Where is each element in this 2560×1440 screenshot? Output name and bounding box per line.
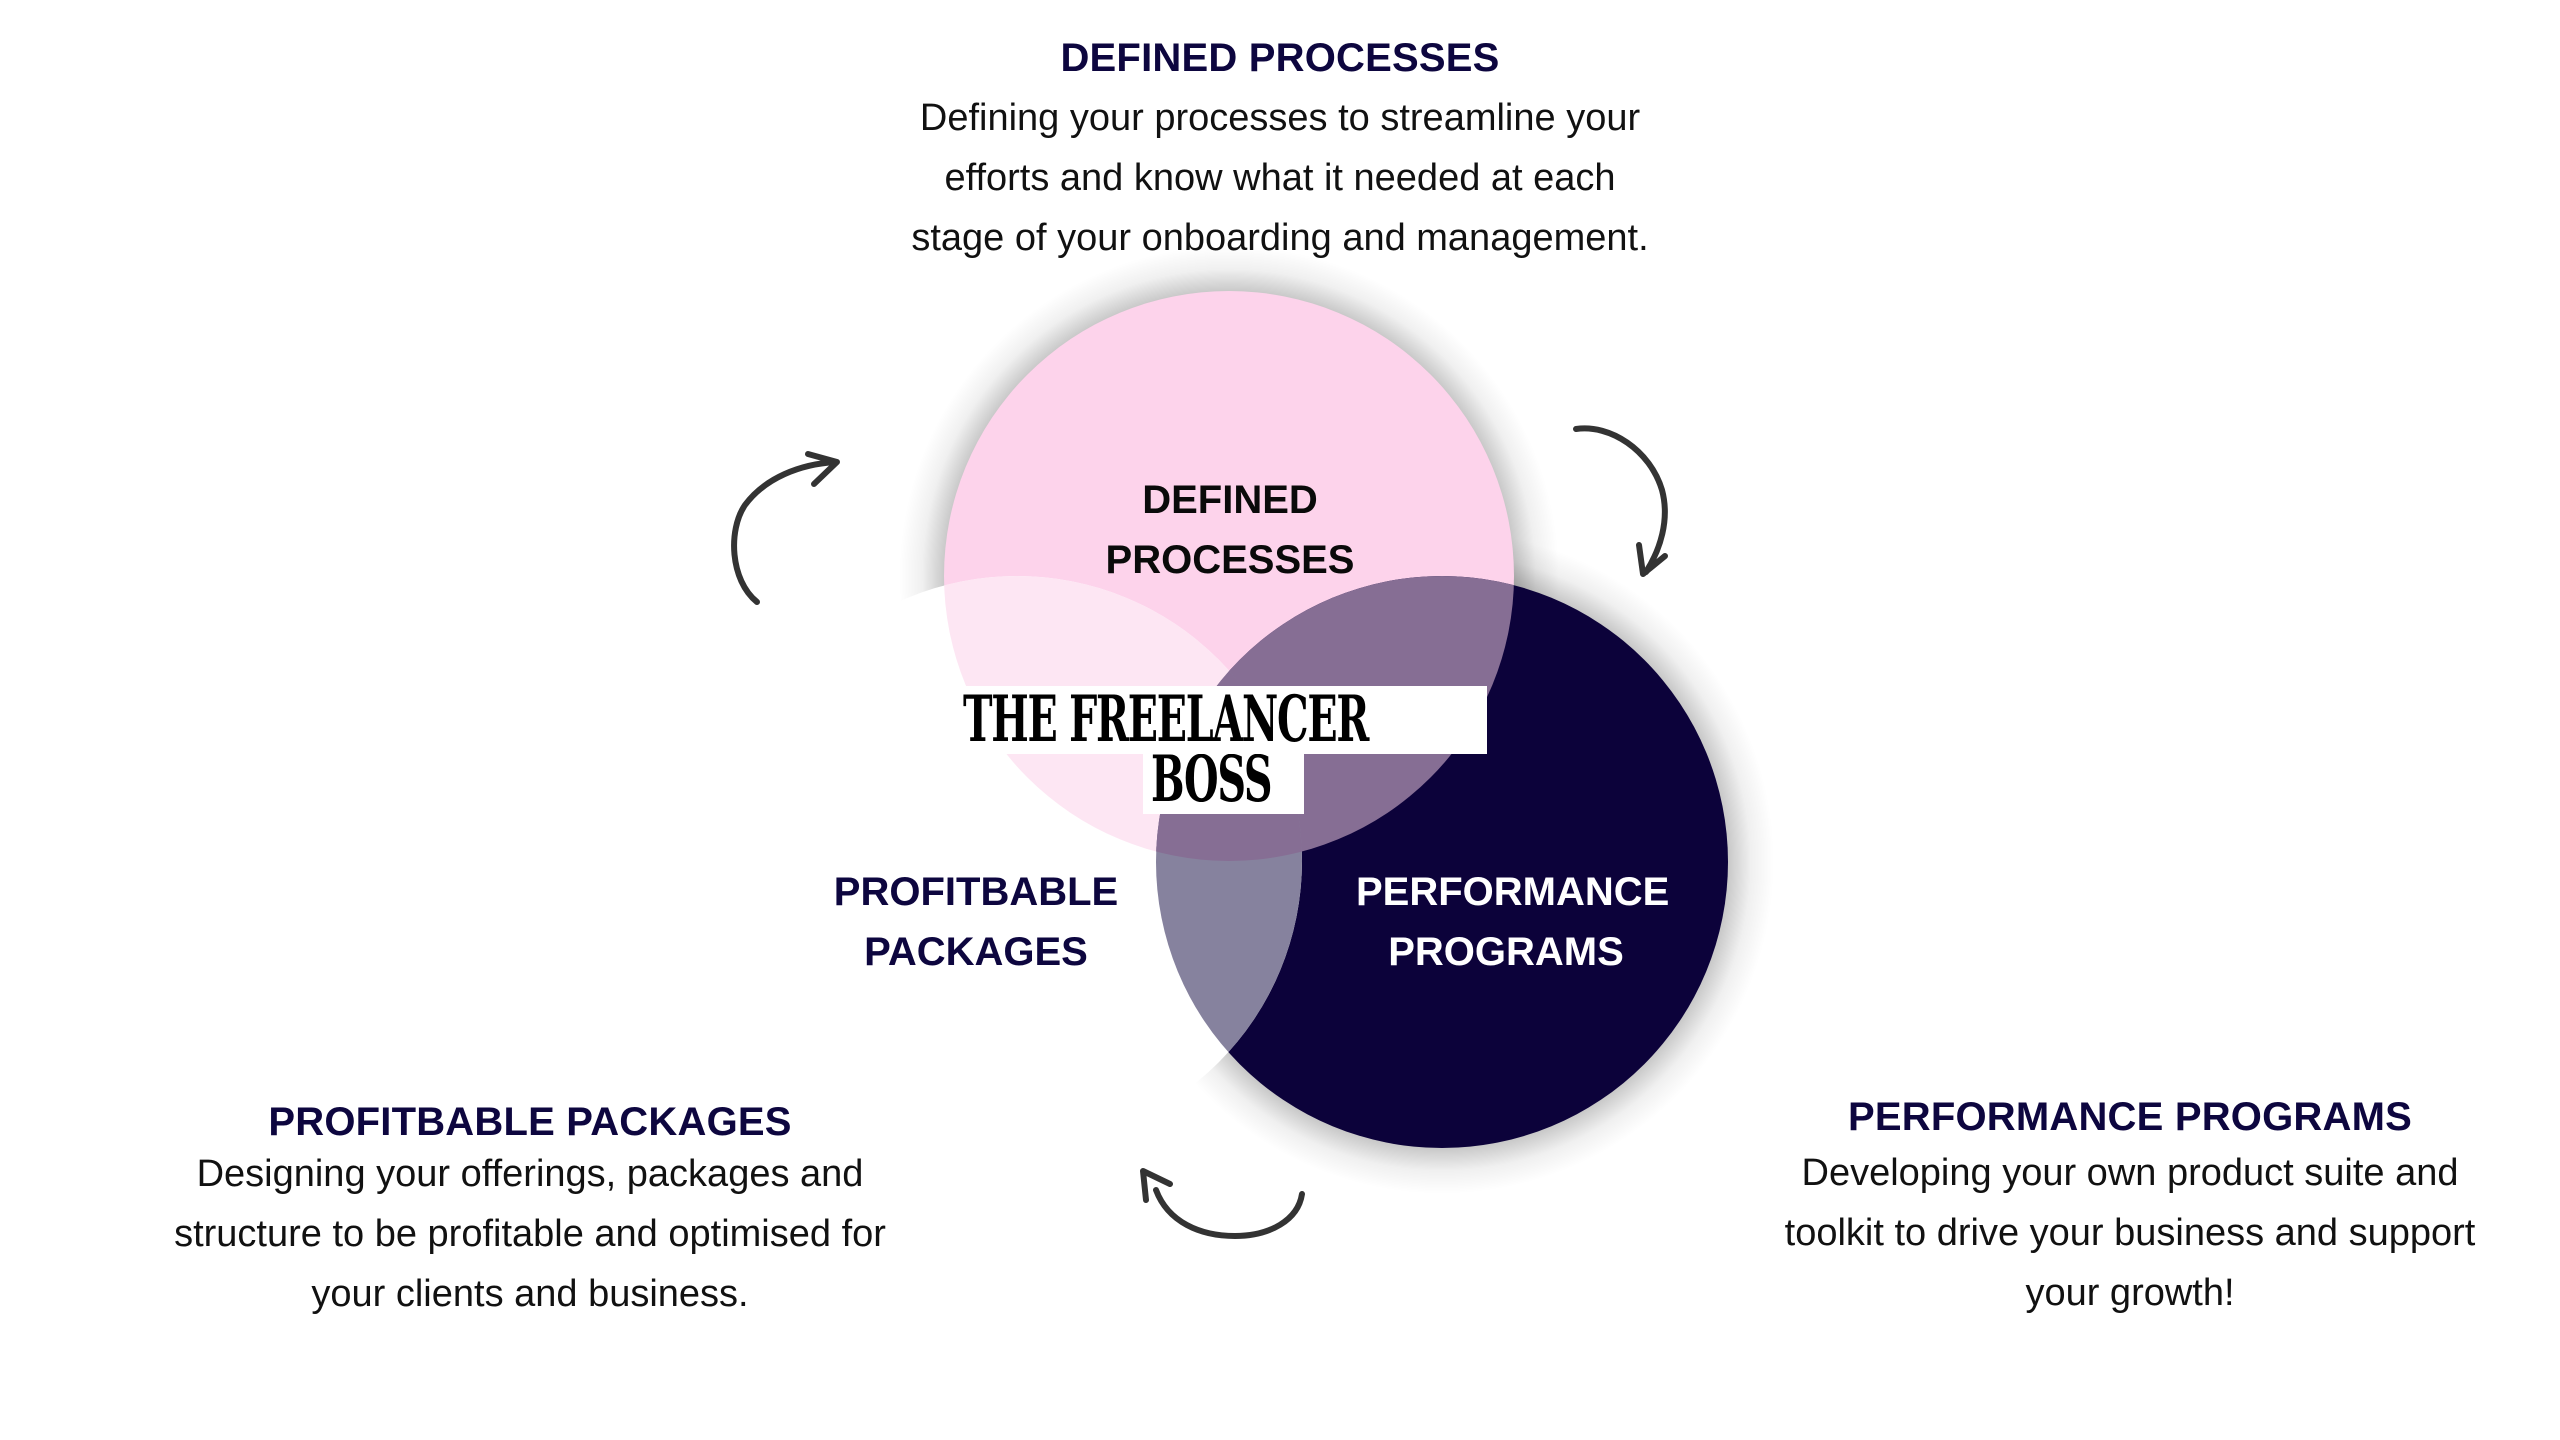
body-line: toolkit to drive your business and suppo… (1784, 1212, 2476, 1254)
body-line: structure to be profitable and optimised… (174, 1213, 886, 1255)
curved-arrow-left-icon (1140, 1168, 1305, 1239)
performance-programs-description: PERFORMANCE PROGRAMS Developing your own… (1700, 1095, 2560, 1323)
label-line: DEFINED (1142, 478, 1318, 522)
defined-processes-description: DEFINED PROCESSES Defining your processe… (780, 34, 1780, 268)
label-line: PROFITBABLE (833, 870, 1119, 914)
profitable-packages-body: Designing your offerings, packages and s… (100, 1144, 960, 1324)
circle-label-performance-programs: PERFORMANCE PROGRAMS (1356, 862, 1670, 982)
defined-processes-heading: DEFINED PROCESSES (1060, 36, 1500, 80)
circle-label-defined-processes: DEFINED PROCESSES (1080, 470, 1380, 590)
label-line: PROCESSES (1105, 538, 1355, 582)
logo-text-line-1: THE FREELANCER (963, 686, 1369, 754)
performance-programs-body: Developing your own product suite and to… (1700, 1143, 2560, 1323)
performance-programs-heading: PERFORMANCE PROGRAMS (1847, 1095, 2413, 1139)
profitable-packages-description: PROFITBABLE PACKAGES Designing your offe… (100, 1100, 960, 1324)
body-line: your growth! (2025, 1272, 2235, 1314)
body-line: your clients and business. (311, 1273, 749, 1315)
logo-line-1: THE FREELANCER (957, 686, 1487, 754)
body-line: Defining your processes to streamline yo… (919, 97, 1641, 139)
body-line: Designing your offerings, packages and (196, 1153, 864, 1195)
logo-line-2: BOSS (1143, 754, 1304, 814)
body-line: Developing your own product suite and (1801, 1152, 2459, 1194)
profitable-packages-heading: PROFITBABLE PACKAGES (268, 1100, 792, 1144)
label-line: PERFORMANCE (1356, 870, 1670, 914)
curved-arrow-up-right-icon (731, 451, 840, 605)
curved-arrow-down-icon (1573, 425, 1668, 577)
logo-text-line-2: BOSS (1151, 754, 1273, 814)
body-line: efforts and know what it needed at each (944, 157, 1616, 199)
defined-processes-body: Defining your processes to streamline yo… (780, 88, 1780, 268)
body-line: stage of your onboarding and management. (911, 217, 1649, 259)
circle-label-profitable-packages: PROFITBABLE PACKAGES (826, 862, 1126, 982)
label-line: PROGRAMS (1388, 930, 1624, 974)
label-line: PACKAGES (864, 930, 1088, 974)
